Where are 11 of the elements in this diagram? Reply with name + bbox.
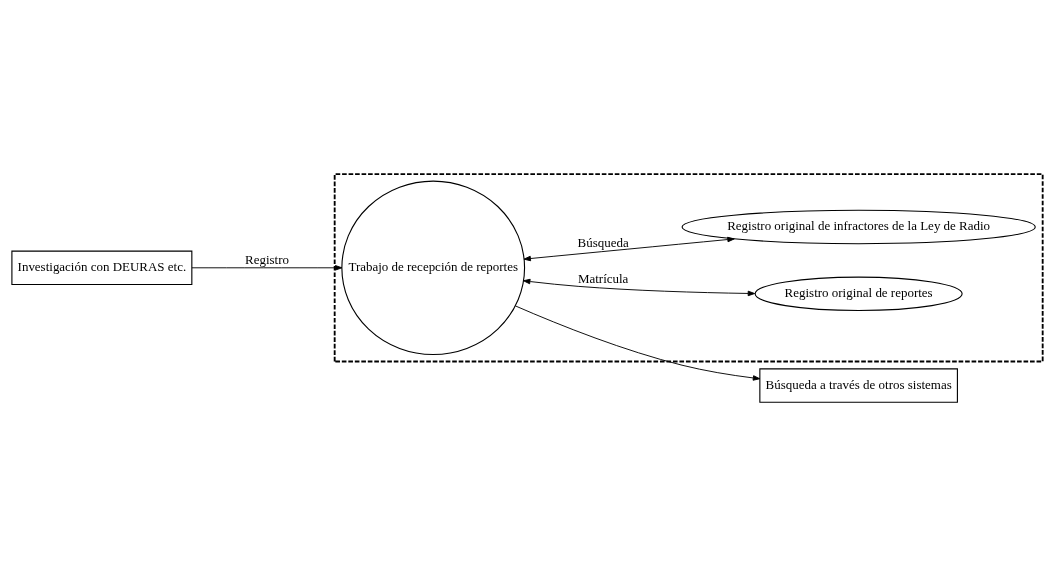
- node-box: Búsqueda a través de otros sistemas: [759, 368, 958, 403]
- arrow: [191, 265, 343, 271]
- edge-label: Búsqueda: [577, 234, 629, 250]
- node-box: Investigación con DEURAS etc.: [11, 250, 193, 286]
- arrow: [523, 278, 756, 297]
- edge-label: Registro: [244, 252, 289, 268]
- edge-label: Matrícula: [577, 270, 629, 286]
- node-circle: Trabajo de recepción de reportes: [341, 180, 526, 356]
- node-ellipse: Registro original de reportes: [754, 276, 963, 312]
- arrow: [514, 305, 761, 381]
- arrow: [523, 236, 735, 262]
